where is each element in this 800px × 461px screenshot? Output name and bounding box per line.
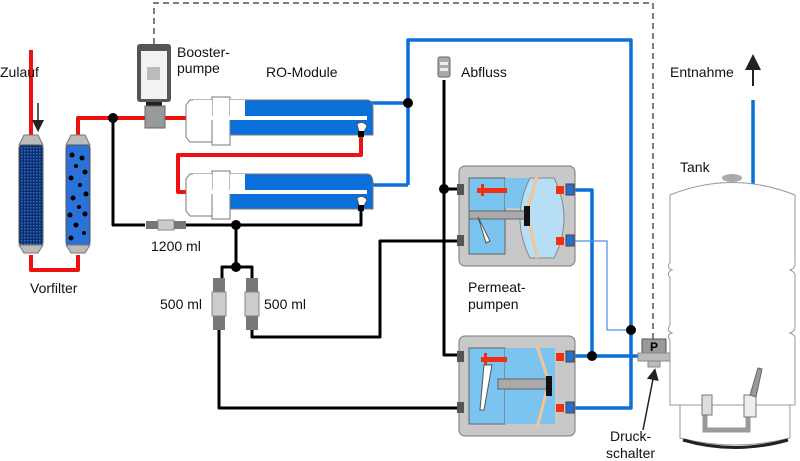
junction-dot <box>231 220 241 230</box>
control-line <box>153 2 654 340</box>
vorfilter-label: Vorfilter <box>30 280 78 296</box>
booster-label-line1: Booster- <box>177 44 230 60</box>
junction-dot <box>439 184 449 194</box>
concentrate-split-right <box>236 265 254 278</box>
ro2-concentrate-pipe <box>185 210 363 227</box>
ro-module-2 <box>185 170 374 220</box>
druck-label-line1: Druck- <box>610 428 652 444</box>
druck-label-line2: schalter <box>606 445 655 461</box>
zulauf-label: Zulauf <box>0 64 39 80</box>
pressure-symbol: P <box>650 340 658 354</box>
bypass-concentrate-pipe <box>111 118 145 227</box>
junction-dot <box>108 113 118 123</box>
pressure-switch: P <box>637 338 671 368</box>
abfluss-label: Abfluss <box>461 64 507 80</box>
flow-restrictor-1200 <box>146 219 186 231</box>
feed-prefilter-bottom-pipe <box>29 255 80 272</box>
flow-500-right-label: 500 ml <box>264 296 306 312</box>
druckschalter-arrow-icon <box>642 368 659 431</box>
flow-1200-label: 1200 ml <box>151 238 201 254</box>
permeat-label-line1: Permeat- <box>468 279 526 295</box>
storage-tank <box>667 174 796 449</box>
permeat-label-line2: pumpen <box>468 296 519 312</box>
permeate-pump-1 <box>457 165 576 267</box>
feed-to-booster-pipe <box>76 116 190 135</box>
junction-dot <box>231 262 241 272</box>
tank-label: Tank <box>680 159 711 175</box>
booster-label-line2: pumpe <box>177 60 220 76</box>
flow-restrictor-500-left <box>211 278 227 330</box>
entnahme-label: Entnahme <box>670 64 734 80</box>
prefilter-carbon <box>65 134 91 254</box>
permeate-main-pipe <box>406 38 633 410</box>
ro-module-1 <box>185 96 374 146</box>
flow-restrictor-500-right <box>244 278 260 330</box>
junction-dot <box>587 351 597 361</box>
abfluss-drain-pipe <box>442 80 462 357</box>
ro-module-label: RO-Module <box>266 64 338 80</box>
restrictor-left-outlet <box>217 330 462 410</box>
restrictor-right-outlet <box>250 239 462 339</box>
abfluss-fitting <box>437 56 451 78</box>
flow-500-left-label: 500 ml <box>160 296 202 312</box>
permeate-pump-2 <box>457 335 576 437</box>
junction-dot <box>626 325 636 335</box>
feed-ro1-to-ro2-pipe <box>176 135 363 194</box>
pump1-thin-line <box>575 240 631 331</box>
junction-dot <box>403 98 413 108</box>
prefilter-sediment <box>18 134 44 254</box>
pump1-permeate-outlet <box>575 188 594 356</box>
booster-pump <box>137 44 171 129</box>
